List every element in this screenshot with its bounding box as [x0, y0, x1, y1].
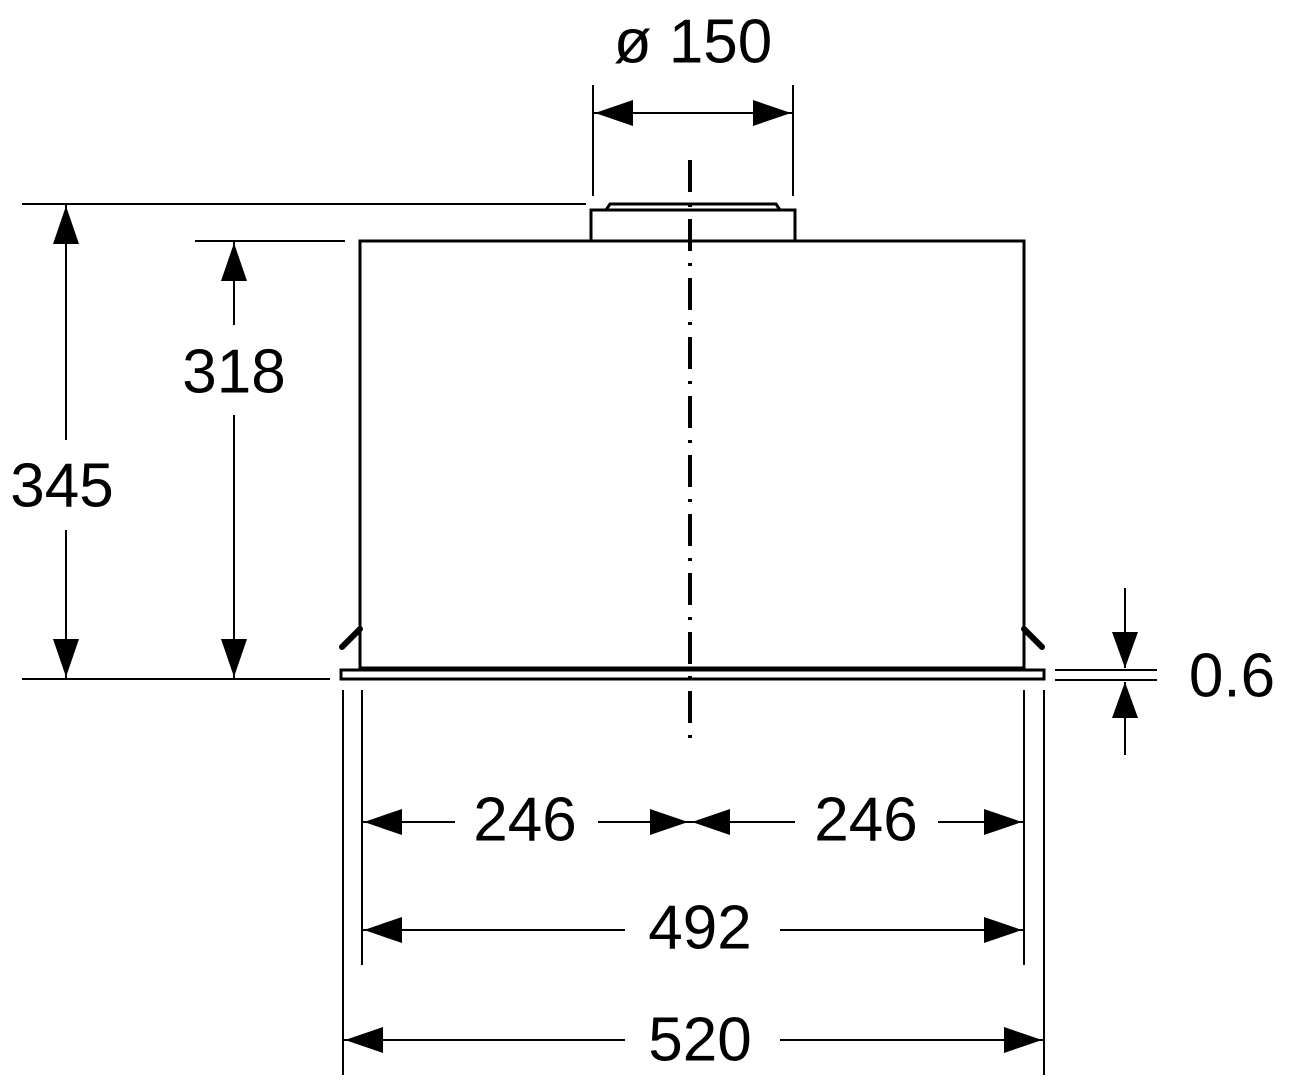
label-flange-thickness: 0.6 — [1189, 642, 1275, 711]
label-body-width: 492 — [648, 894, 751, 963]
label-duct-diameter: ø 150 — [614, 8, 773, 77]
extension-lines — [22, 85, 1157, 1075]
dimension-lines — [65, 112, 1126, 1041]
bracket-right — [1021, 626, 1045, 650]
duct-outlet — [589, 208, 797, 241]
bracket-left — [339, 626, 363, 650]
label-body-height: 318 — [182, 338, 285, 407]
label-half-width-right: 246 — [814, 786, 917, 855]
label-total-height: 345 — [10, 452, 113, 521]
flange — [339, 668, 1046, 681]
duct-cap — [604, 202, 782, 211]
label-flange-width: 520 — [648, 1006, 751, 1075]
label-half-width-left: 246 — [473, 786, 576, 855]
arrowheads — [53, 100, 1138, 1053]
